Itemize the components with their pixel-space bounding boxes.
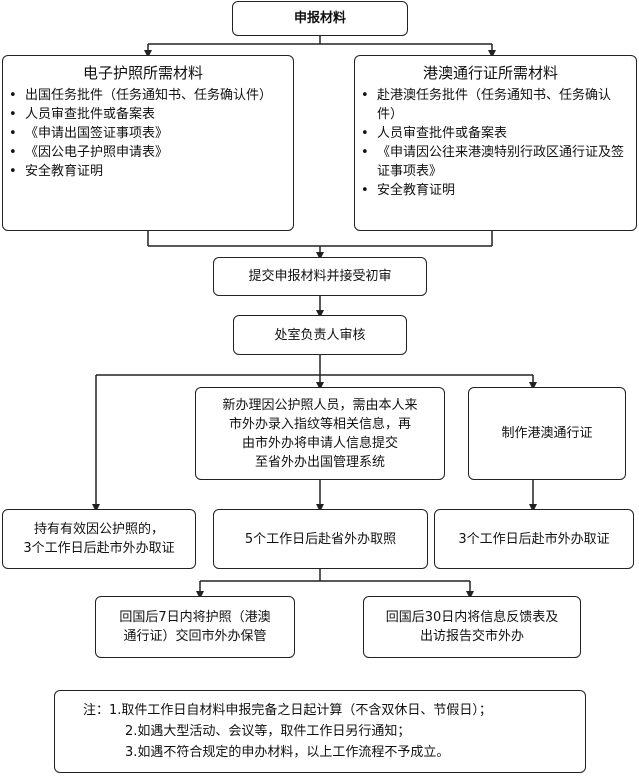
note-line-2: 2.如遇大型活动、会议等，取件工作日另行通知； xyxy=(125,724,411,739)
list-item: •出国任务批件（任务通知书、任务确认件） xyxy=(9,88,273,103)
three-days-municipal-box: 3个工作日后赴市外办取证 xyxy=(434,509,634,569)
return-30-days-box: 回国后30日内将信息反馈表及 出访报告交市外办 xyxy=(363,596,581,658)
five-days-label: 5个工作日后赴省外办取照 xyxy=(244,531,397,547)
apply-materials-label: 申报材料 xyxy=(293,11,346,26)
e-passport-materials-panel: 电子护照所需材料 •出国任务批件（任务通知书、任务确认件） •人员审查批件或备案… xyxy=(2,55,294,231)
valid-passport-line: 持有有效因公护照的， xyxy=(33,522,164,537)
valid-passport-line: 3个工作日后赴市外办取证 xyxy=(23,541,175,556)
list-item: •《申请因公往来港澳特别行政区通行证及签证事项表》 xyxy=(361,145,625,179)
return30-line: 回国后30日内将信息反馈表及 xyxy=(385,610,559,625)
list-item: •安全教育证明 xyxy=(361,183,456,198)
note-line-1: 注：1.取件工作日自材料申报完备之日起计算（不含双休日、节假日）； xyxy=(83,703,492,718)
new-passport-process-box: 新办理因公护照人员，需由本人来 市外办录入指纹等相关信息，再 由市外办将申请人信… xyxy=(195,387,445,480)
return7-line: 回国后7日内将护照（港澳 xyxy=(119,610,271,625)
supervisor-review-label: 处室负责人审核 xyxy=(274,327,366,343)
supervisor-review-box: 处室负责人审核 xyxy=(233,315,407,355)
list-item: •赴港澳任务批件（任务通知书、任务确认件） xyxy=(361,88,612,122)
valid-passport-box: 持有有效因公护照的， 3个工作日后赴市外办取证 xyxy=(2,509,196,569)
note-box: 注：1.取件工作日自材料申报完备之日起计算（不含双休日、节假日）； 2.如遇大型… xyxy=(54,690,586,773)
make-hk-permit-box: 制作港澳通行证 xyxy=(468,387,626,480)
five-days-provincial-box: 5个工作日后赴省外办取照 xyxy=(213,509,428,569)
list-item: •人员审查批件或备案表 xyxy=(361,126,508,141)
submit-materials-label: 提交申报材料并接受初审 xyxy=(248,269,392,284)
hk-permit-materials-panel: 港澳通行证所需材料 •赴港澳任务批件（任务通知书、任务确认件） •人员审查批件或… xyxy=(354,55,637,231)
e-passport-materials-title: 电子护照所需材料 xyxy=(82,64,203,82)
three-days-label: 3个工作日后赴市外办取证 xyxy=(458,531,610,547)
new-passport-line: 新办理因公护照人员，需由本人来 xyxy=(222,397,418,413)
new-passport-line: 由市外办将申请人信息提交 xyxy=(241,435,398,451)
make-hk-permit-label: 制作港澳通行证 xyxy=(501,426,593,441)
list-item: •人员审查批件或备案表 xyxy=(9,107,156,122)
return30-line: 出访报告交市外办 xyxy=(419,629,524,644)
list-item: •安全教育证明 xyxy=(9,164,104,179)
note-line-3: 3.如遇不符合规定的申办材料，以上工作流程不予成立。 xyxy=(125,745,450,760)
hk-permit-materials-title: 港澳通行证所需材料 xyxy=(422,64,558,82)
new-passport-line: 至省外办出国管理系统 xyxy=(254,454,385,470)
hk-permit-materials-list: •赴港澳任务批件（任务通知书、任务确认件） •人员审查批件或备案表 •《申请因公… xyxy=(355,86,626,200)
new-passport-line: 市外办录入指纹等相关信息，再 xyxy=(228,416,411,432)
return-7-days-box: 回国后7日内将护照（港澳 通行证）交回市外办保管 xyxy=(95,596,295,658)
e-passport-materials-list: •出国任务批件（任务通知书、任务确认件） •人员审查批件或备案表 •《申请出国签… xyxy=(3,86,283,181)
submit-materials-box: 提交申报材料并接受初审 xyxy=(213,257,427,296)
return7-line: 通行证）交回市外办保管 xyxy=(123,629,267,644)
list-item: •《申请出国签证事项表》 xyxy=(9,126,169,141)
list-item: •《因公电子护照申请表》 xyxy=(9,145,169,160)
apply-materials-box: 申报材料 xyxy=(232,1,408,36)
